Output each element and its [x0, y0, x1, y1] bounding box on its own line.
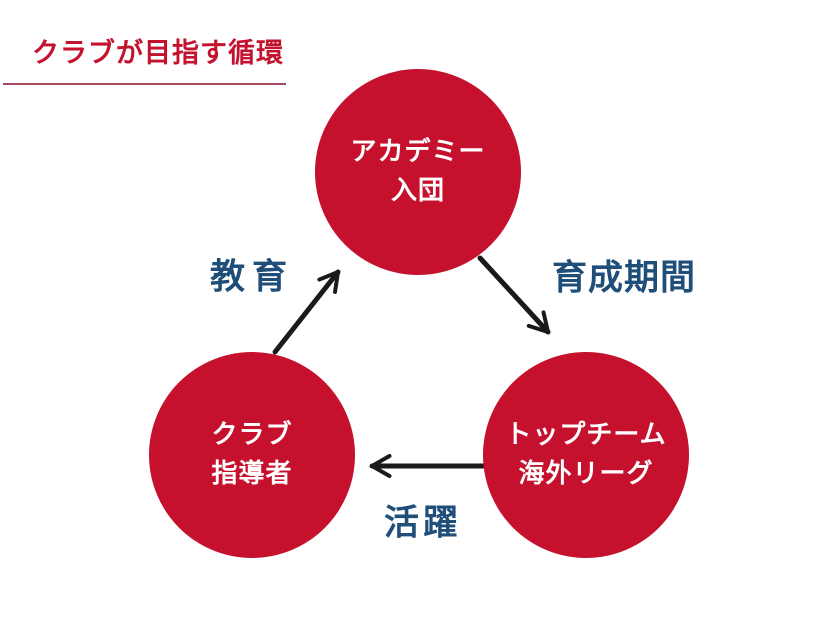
- node-club-coach-line2: 指導者: [211, 459, 293, 489]
- node-top-team-line1: トップチーム: [505, 420, 667, 450]
- node-academy: アカデミー 入団: [315, 69, 521, 275]
- node-club-coach-line1: クラブ: [211, 420, 293, 450]
- title-underline: [3, 83, 286, 85]
- edge-label-performance: 活躍: [383, 503, 463, 544]
- page-title: クラブが目指す循環: [32, 38, 284, 69]
- node-club-coach: クラブ 指導者: [149, 352, 355, 558]
- arrow-development: [477, 255, 551, 335]
- edge-label-development: 育成期間: [551, 258, 697, 299]
- node-academy-line1: アカデミー: [350, 137, 486, 167]
- node-top-team: トップチーム 海外リーグ: [483, 352, 689, 558]
- node-top-team-line2: 海外リーグ: [518, 459, 654, 489]
- arrow-education: [272, 269, 341, 355]
- node-academy-line2: 入団: [390, 176, 445, 206]
- edge-label-education: 教育: [209, 257, 295, 298]
